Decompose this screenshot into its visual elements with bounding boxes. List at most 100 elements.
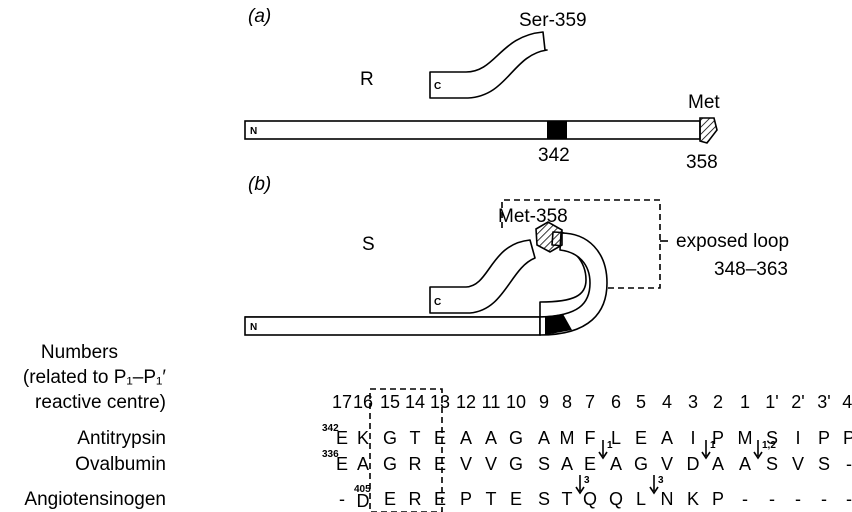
cleavage-note: 1,2 (762, 440, 776, 451)
cleavage-arrow (754, 440, 762, 458)
residue: M (738, 428, 753, 448)
position-number: 4' (842, 392, 852, 412)
residue: P (843, 428, 852, 448)
position-number: 16 (353, 392, 373, 412)
residue: N (661, 489, 674, 509)
position-number: 17 (332, 392, 352, 412)
ser-359-label: Ser-359 (519, 10, 587, 31)
cleaved-peptide-strand (430, 32, 547, 98)
main-chain-a (245, 121, 700, 139)
residue: G (383, 454, 397, 474)
residue: V (661, 454, 673, 474)
residue: - (795, 489, 801, 509)
panel-a-label: (a) (248, 6, 271, 27)
panel-b-state-label: S (362, 234, 375, 255)
residue: E (336, 454, 348, 474)
position-number: 13 (430, 392, 450, 412)
residue: P (712, 489, 724, 509)
residue: A (712, 454, 724, 474)
residue: - (339, 489, 345, 509)
cleavage-note: 1 (710, 440, 716, 451)
residue: E (584, 454, 596, 474)
residue: S (538, 454, 550, 474)
sequence-name: Angiotensinogen (24, 489, 166, 510)
position-number: 1 (740, 392, 750, 412)
residue: F (585, 428, 596, 448)
residue: P (460, 489, 472, 509)
numbers-header-line3: reactive centre) (35, 392, 166, 413)
residue: T (410, 428, 421, 448)
cleavage-arrow (599, 440, 607, 458)
sequence-rows: Antitrypsin342EKGTEAAGAMFLEAIPMSIPPEOval… (24, 423, 852, 511)
residue-342-marker (547, 121, 567, 139)
met-358-label-b: Met-358 (498, 206, 568, 227)
residue: L (636, 489, 646, 509)
residue: G (634, 454, 648, 474)
position-number: 10 (506, 392, 526, 412)
residue: E (434, 428, 446, 448)
sequence-name: Antitrypsin (77, 428, 166, 449)
residue: A (460, 428, 472, 448)
position-number: 15 (380, 392, 400, 412)
residue: I (690, 428, 695, 448)
residue: E (434, 454, 446, 474)
main-chain-a-n-terminus: N (250, 126, 257, 137)
position-number: 14 (405, 392, 425, 412)
residue: E (384, 489, 396, 509)
cleavage-note: 3 (658, 475, 664, 486)
residue: T (486, 489, 497, 509)
residue: A (739, 454, 751, 474)
residue: A (357, 454, 369, 474)
residue: K (357, 428, 369, 448)
position-number: 6 (611, 392, 621, 412)
position-number: 2' (791, 392, 804, 412)
met-label-a: Met (688, 92, 720, 113)
inserted-strand (430, 240, 535, 313)
sequence-name: Ovalbumin (75, 454, 166, 475)
residue: S (538, 489, 550, 509)
residue: A (610, 454, 622, 474)
cleavage-arrow (702, 440, 710, 458)
cleavage-note: 3 (584, 475, 590, 486)
panel-b-label: (b) (248, 174, 271, 195)
cleavage-note: 1 (607, 440, 613, 451)
residue: Q (609, 489, 623, 509)
position-number: 1' (765, 392, 778, 412)
residue: D (357, 491, 370, 511)
position-number: 3 (688, 392, 698, 412)
numbers-header-line2: (related to P₁–P₁′ (23, 367, 167, 388)
residue: G (509, 428, 523, 448)
residue: E (434, 489, 446, 509)
position-number: 3' (817, 392, 830, 412)
met-358-hatched-end (700, 118, 717, 143)
residue: - (821, 489, 827, 509)
residue: A (561, 454, 573, 474)
panel-a-state-label: R (360, 69, 374, 90)
residue: V (485, 454, 497, 474)
position-number: 5 (636, 392, 646, 412)
residue: E (635, 428, 647, 448)
residue: - (769, 489, 775, 509)
residue: E (336, 428, 348, 448)
residue: R (409, 489, 422, 509)
residue: Q (583, 489, 597, 509)
main-chain-b-rod (245, 317, 540, 335)
residue: A (661, 428, 673, 448)
peptide-c-terminus: C (434, 81, 441, 92)
residue: I (795, 428, 800, 448)
residue: G (383, 428, 397, 448)
residue-358-label: 358 (686, 152, 718, 173)
position-number: 8 (562, 392, 572, 412)
residue: K (687, 489, 699, 509)
residue: E (510, 489, 522, 509)
exposed-loop-label: exposed loop (676, 231, 789, 252)
position-number: 12 (456, 392, 476, 412)
residue-342-label: 342 (538, 145, 570, 166)
strand-c-terminus: C (434, 297, 441, 308)
residue: M (560, 428, 575, 448)
residue: G (509, 454, 523, 474)
cleavage-arrow (650, 475, 658, 493)
position-number: 11 (482, 392, 501, 412)
